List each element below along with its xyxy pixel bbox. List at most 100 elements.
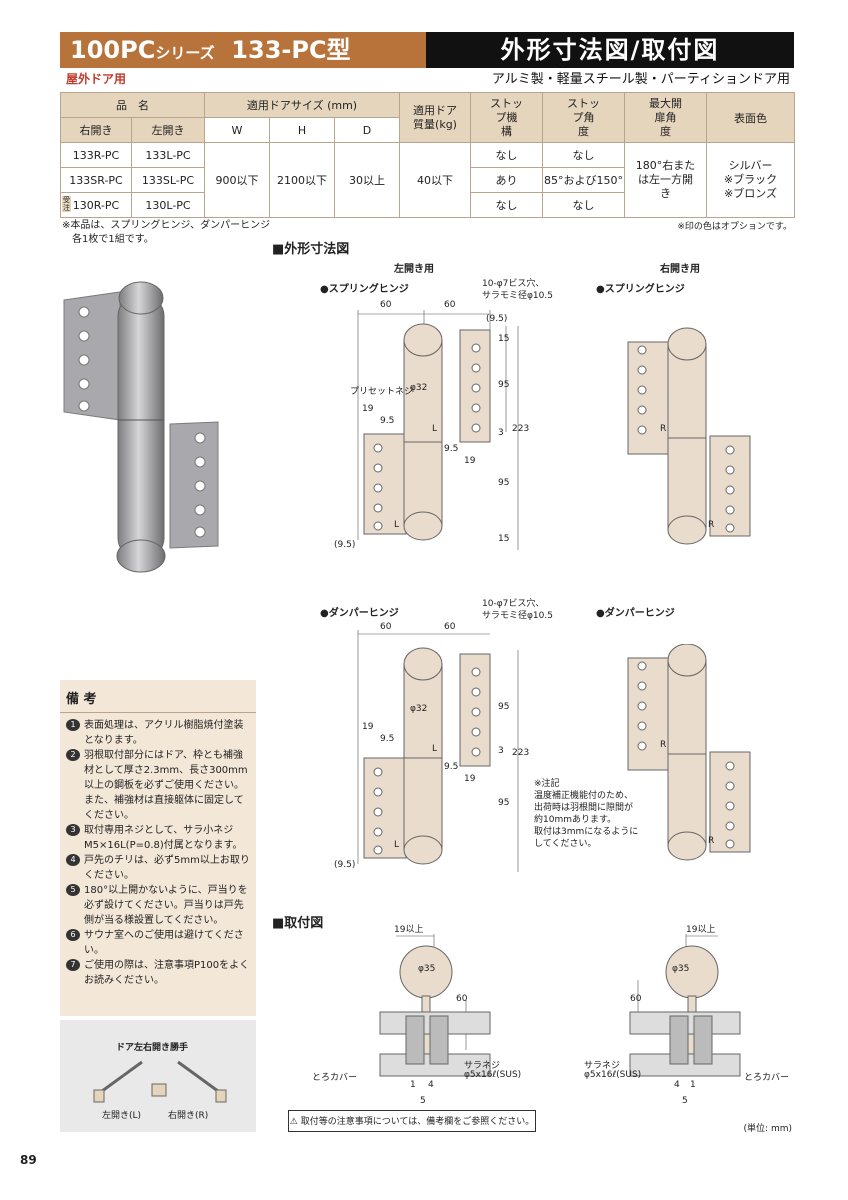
- th-w: W: [204, 117, 270, 143]
- dim-15: 15: [498, 534, 510, 544]
- dim-60: 60: [444, 300, 456, 310]
- l-mark: L: [432, 744, 438, 754]
- note-number: 7: [66, 959, 80, 971]
- note-line: ※本品は、スプリングヒンジ、ダンパーヒンジ: [62, 220, 271, 231]
- th-color: 表面色: [706, 92, 795, 143]
- dim-9-5-paren: (9.5): [486, 314, 508, 324]
- dim-9-5: 9.5: [380, 734, 395, 744]
- cell-max: 180°右または左一方開き: [624, 142, 707, 218]
- dim-4: 4: [674, 1080, 680, 1090]
- dim-9-5-paren: (9.5): [334, 860, 356, 870]
- series-title: 100PCシリーズ 133-PC型: [60, 32, 426, 68]
- list-item: 6 サウナ室へのご使用は避けてください。: [66, 928, 252, 958]
- page-number: 89: [20, 1153, 37, 1167]
- dim-5: 5: [682, 1096, 688, 1106]
- color-silver: シルバー: [728, 159, 773, 172]
- dim-9-5: 9.5: [444, 762, 459, 772]
- note-text: 羽根取付部分にはドア、枠とも補強材として厚さ2.3mm、長さ300mm以上の鋼板…: [84, 750, 248, 821]
- note-number: 5: [66, 884, 80, 896]
- spring-label-left: ●スプリングヒンジ: [320, 284, 409, 295]
- cell-color: シルバー ※ブラック ※ブロンズ: [706, 142, 795, 218]
- dim-223: 223: [512, 748, 530, 758]
- table-row: 133SR-PC 133SL-PC あり 85°および150°: [60, 167, 795, 193]
- note-number: 6: [66, 929, 80, 941]
- note-title: ※注記: [534, 779, 560, 789]
- th-h: H: [269, 117, 335, 143]
- l-mark: L: [394, 520, 400, 530]
- preset-screw-label: プリセットネジ: [350, 387, 414, 397]
- hole-note: 10-φ7ビス穴、: [482, 599, 545, 609]
- page-title: 外形寸法図/取付図: [426, 32, 794, 68]
- note-number: 3: [66, 824, 80, 836]
- note-text: 取付専用ネジとして、サラ小ネジM5×16L(P=0.8)付属となります。: [84, 825, 243, 851]
- hole-note-2: サラモミ径φ10.5: [482, 291, 553, 301]
- list-item: 3 取付専用ネジとして、サラ小ネジM5×16L(P=0.8)付属となります。: [66, 823, 252, 853]
- table-note-left: ※本品は、スプリングヒンジ、ダンパーヒンジ 各1枚で1組です。: [62, 219, 270, 247]
- dim-phi32: φ32: [410, 383, 428, 393]
- list-item: 5 180°以上開かないように、戸当りを必ず設けてください。戸当りは戸先側が当る様…: [66, 883, 252, 928]
- th-weight: 適用ドア質量(kg): [399, 92, 471, 143]
- door-hand-diagram: [93, 1060, 227, 1103]
- mounting-drawing-right: [629, 934, 741, 1077]
- dim-4: 4: [428, 1080, 434, 1090]
- min19-label: 19以上: [394, 925, 424, 935]
- section-outline: ■外形寸法図: [272, 242, 350, 257]
- dim-9-5: 9.5: [380, 416, 395, 426]
- note-line: 出荷時は羽根間に隙間が: [534, 803, 634, 813]
- warning-icon: ⚠: [289, 1117, 298, 1127]
- damper-hinge-left-drawing: [357, 630, 519, 872]
- dim-95: 95: [498, 478, 510, 488]
- r-mark: R: [708, 836, 715, 846]
- dim-1: 1: [690, 1080, 696, 1090]
- note-text: サウナ室へのご使用は避けてください。: [84, 930, 244, 956]
- dim-15: 15: [498, 334, 510, 344]
- cell-left: 130L-PC: [131, 192, 205, 218]
- usage-label: 屋外ドア用: [66, 72, 127, 86]
- dim-9-5: 9.5: [444, 444, 459, 454]
- spring-hinge-left-drawing: [357, 310, 519, 550]
- note-line: 取付は3mmになるように: [534, 827, 639, 837]
- dim-phi32: φ32: [410, 704, 428, 714]
- th-size: 適用ドアサイズ (mm): [204, 92, 400, 118]
- series-suffix: シリーズ: [155, 44, 215, 62]
- dim-19: 19: [464, 456, 476, 466]
- dim-9-5-paren: (9.5): [334, 540, 356, 550]
- th-d: D: [334, 117, 400, 143]
- note-line: 各1枚で1組です。: [72, 234, 154, 245]
- dim-60: 60: [380, 300, 392, 310]
- caution-text: 取付等の注意事項については、備考欄をご参照ください。: [300, 1117, 535, 1127]
- note-number: 2: [66, 749, 80, 761]
- unit-label: (単位: mm): [743, 1124, 792, 1134]
- dim-5: 5: [420, 1096, 426, 1106]
- th-name: 品 名: [60, 92, 205, 118]
- dim-60: 60: [456, 994, 468, 1004]
- damper-label-right: ●ダンパーヒンジ: [596, 608, 675, 619]
- cell-angle: なし: [542, 142, 625, 168]
- cell-d: 30以上: [334, 142, 400, 218]
- dim-19: 19: [362, 722, 374, 732]
- order-tag: 受注: [62, 196, 71, 212]
- adjust-note: ※注記 温度補正機能付のため、 出荷時は羽根間に隙間が 約10mmあります。 取…: [534, 778, 638, 850]
- dim-95: 95: [498, 702, 510, 712]
- product-photo: [63, 281, 219, 573]
- material-label: アルミ製・軽量スチール製・パーティションドア用: [491, 72, 790, 87]
- note-number: 1: [66, 719, 80, 731]
- caution-box: ⚠ 取付等の注意事項については、備考欄をご参照ください。: [288, 1110, 536, 1132]
- cell-angle: 85°および150°: [542, 167, 625, 193]
- spring-label-right: ●スプリングヒンジ: [596, 284, 685, 295]
- hole-note: 10-φ7ビス穴、: [482, 279, 545, 289]
- cell-angle: なし: [542, 192, 625, 218]
- note-line: 温度補正機能付のため、: [534, 791, 634, 801]
- dim-60: 60: [380, 622, 392, 632]
- door-hand-title: ドア左右開き勝手: [116, 1043, 189, 1053]
- note-text: 180°以上開かないように、戸当りを必ず設けてください。戸当りは戸先側が当る様設…: [84, 885, 248, 926]
- right-hand-text: 右開き(R): [168, 1111, 209, 1121]
- screw-label: サラネジ: [584, 1061, 621, 1071]
- th-stop: ストップ機 構: [470, 92, 543, 143]
- dim-60: 60: [444, 622, 456, 632]
- note-line: してください。: [534, 839, 597, 849]
- model-name: 133-PC型: [231, 36, 351, 64]
